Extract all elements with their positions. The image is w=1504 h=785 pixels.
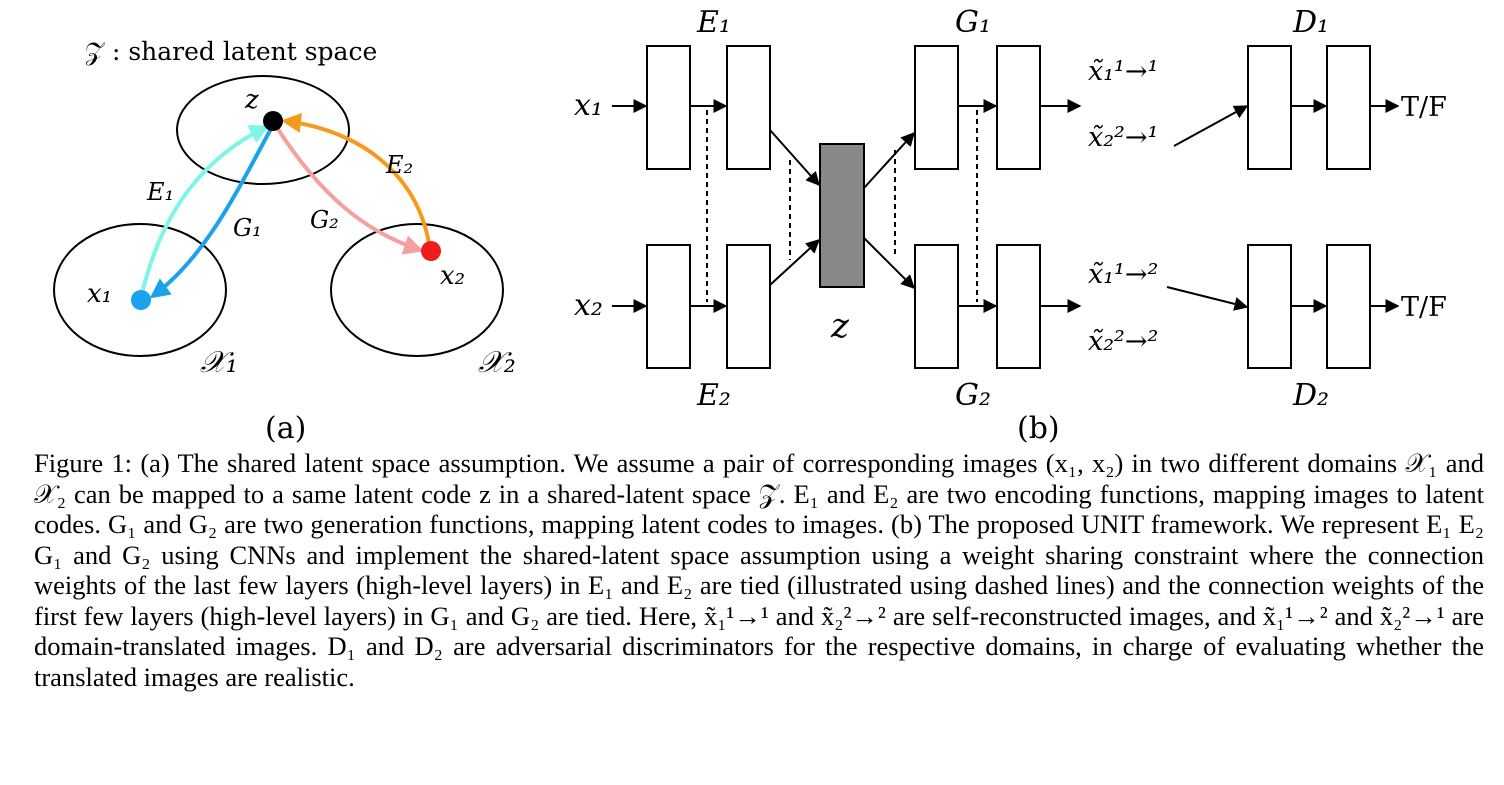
g2-arrow [274,124,424,255]
panel-a-sublabel: (a) [265,411,306,445]
g2-layer-1 [914,244,959,369]
d2-layer-1 [1247,244,1292,369]
z-block [819,143,865,288]
figure-number: Figure 1: [34,448,133,478]
g1-layer-2 [996,45,1041,170]
weight-sharing-dashes [706,110,978,302]
panel-b-sublabel: (b) [1017,411,1060,445]
panel-a: 𝒵 : shared latent space z x₁ x₂ E₁ G₁ G₂… [53,37,516,445]
z-block-label: z [830,306,850,346]
x2-point [421,241,441,261]
caption-text: (a) The shared latent space assumption. … [34,448,1484,692]
g2-label: G₂ [310,206,339,234]
shared-latent-space-label: 𝒵 : shared latent space [85,37,377,66]
d1-output-label: T/F [1401,92,1447,123]
x1-point [131,290,151,310]
domain1-label: 𝒳₁ [200,345,238,380]
latent-space-ellipse [176,75,350,185]
e1-top-label: E₁ [696,5,731,40]
g1-top-label: G₁ [955,5,991,40]
e2-label: E₂ [385,151,413,179]
x2-label: x₂ [440,261,465,291]
figure-caption: Figure 1: (a) The shared latent space as… [34,448,1484,692]
g1-arrow [149,126,274,299]
e1-layer-2 [726,45,771,170]
d2-output-label: T/F [1401,292,1447,323]
domain1-ellipse [53,223,227,357]
e1-layer-1 [646,45,691,170]
d2-bottom-label: D₂ [1292,378,1329,413]
e2-arrow [281,112,432,251]
e2-layer-2 [726,244,771,369]
z-point [263,111,283,131]
x1-label: x₁ [87,279,112,309]
x2-input-label: x₂ [574,288,603,323]
e2-bottom-label: E₂ [696,378,731,413]
x12-label: x̃₁¹→² [1088,259,1158,290]
g2-layer-2 [996,244,1041,369]
panel-b: E₁ G₁ D₁ E₂ G₂ D₂ x₁ x₂ z x̃₁¹→¹ x̃₂²→¹ … [574,5,1447,445]
x21-label: x̃₂²→¹ [1088,122,1158,153]
e1-arrow [139,125,270,299]
domain2-label: 𝒳₂ [478,345,516,380]
network-connections [612,99,1400,313]
d2-layer-2 [1326,244,1371,369]
x22-label: x̃₂²→² [1088,326,1158,357]
figure-diagram: 𝒵 : shared latent space z x₁ x₂ E₁ G₁ G₂… [53,5,1447,445]
x11-label: x̃₁¹→¹ [1088,56,1158,87]
d1-top-label: D₁ [1292,5,1329,40]
d1-layer-2 [1326,45,1371,170]
x1-input-label: x₁ [574,88,603,123]
g1-layer-1 [914,45,959,170]
z-label: z [244,85,259,115]
g2-bottom-label: G₂ [955,378,991,413]
e2-layer-1 [646,244,691,369]
d1-layer-1 [1247,45,1292,170]
e1-label: E₁ [146,178,174,206]
domain2-ellipse [330,223,504,357]
g1-label: G₁ [233,214,262,242]
